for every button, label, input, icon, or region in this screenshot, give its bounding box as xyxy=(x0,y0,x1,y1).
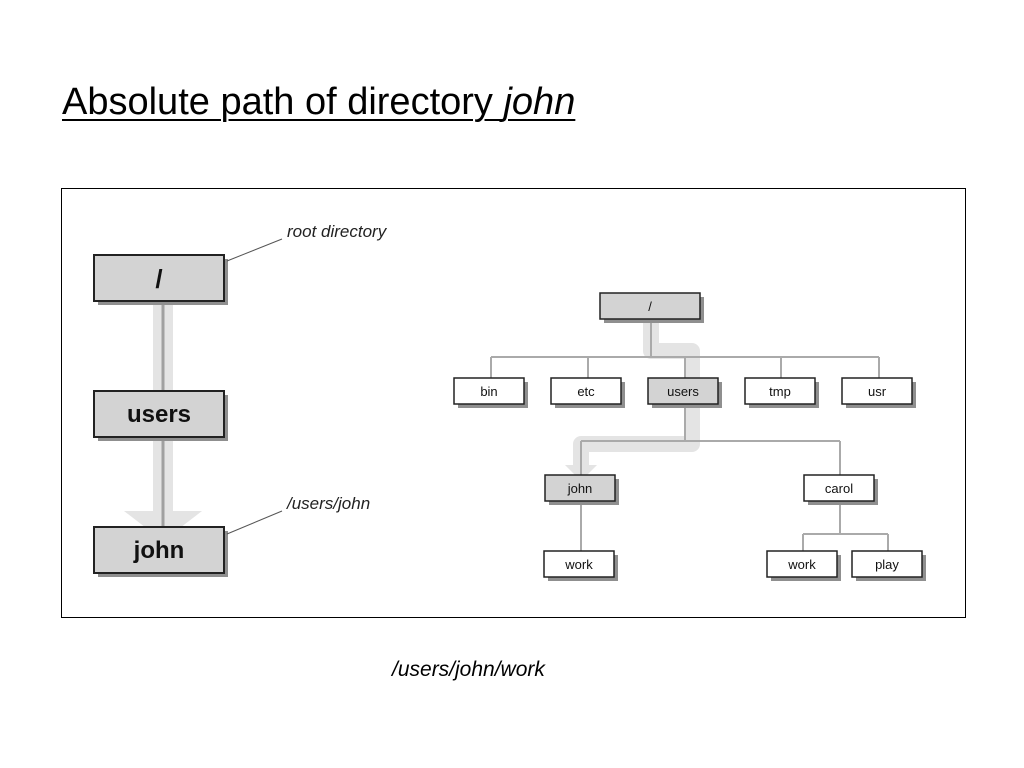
node-root: / xyxy=(599,292,704,323)
chain-root-box xyxy=(93,254,225,302)
node-etc-label: etc xyxy=(577,384,595,399)
title-text: Absolute path of directory xyxy=(62,81,504,123)
chain-john-label: john xyxy=(133,537,185,564)
node-etc: etc xyxy=(550,377,625,408)
chain-john-box xyxy=(93,526,225,574)
node-carol-work: work xyxy=(766,550,841,581)
directory-tree: / bin etc users tmp xyxy=(453,292,926,581)
node-tmp-label: tmp xyxy=(769,384,791,399)
slide-title: Absolute path of directory john xyxy=(62,76,575,128)
chain-users-box xyxy=(93,390,225,438)
node-carol: carol xyxy=(803,474,878,505)
node-users: users xyxy=(647,377,722,408)
node-carol-work-label: work xyxy=(787,557,816,572)
node-bin: bin xyxy=(453,377,528,408)
node-john: john xyxy=(544,474,619,505)
title-emphasis: john xyxy=(503,81,576,123)
root-annotation-leader xyxy=(226,238,283,262)
root-annotation: root directory xyxy=(287,222,388,241)
node-carol-play: play xyxy=(851,550,926,581)
node-john-work-label: work xyxy=(564,557,593,572)
node-users-label: users xyxy=(667,384,699,399)
node-usr: usr xyxy=(841,377,916,408)
leaf-annotation-leader xyxy=(226,510,283,535)
directory-diagram: / users john root directory /users/john xyxy=(93,222,926,581)
chain-users-label: users xyxy=(127,401,191,428)
node-carol-play-label: play xyxy=(875,557,899,572)
node-root-label: / xyxy=(648,299,652,314)
tree-connectors xyxy=(490,323,889,551)
path-caption: /users/john/work xyxy=(392,658,545,681)
directory-figure: / users john root directory /users/john xyxy=(61,188,966,618)
leaf-annotation: /users/john xyxy=(286,494,370,513)
node-carol-label: carol xyxy=(825,481,853,496)
node-usr-label: usr xyxy=(868,384,887,399)
path-chain: / users john root directory /users/john xyxy=(93,222,388,577)
chain-root-label: / xyxy=(155,264,162,294)
node-john-label: john xyxy=(567,481,593,496)
node-bin-label: bin xyxy=(480,384,497,399)
node-john-work: work xyxy=(543,550,618,581)
node-tmp: tmp xyxy=(744,377,819,408)
